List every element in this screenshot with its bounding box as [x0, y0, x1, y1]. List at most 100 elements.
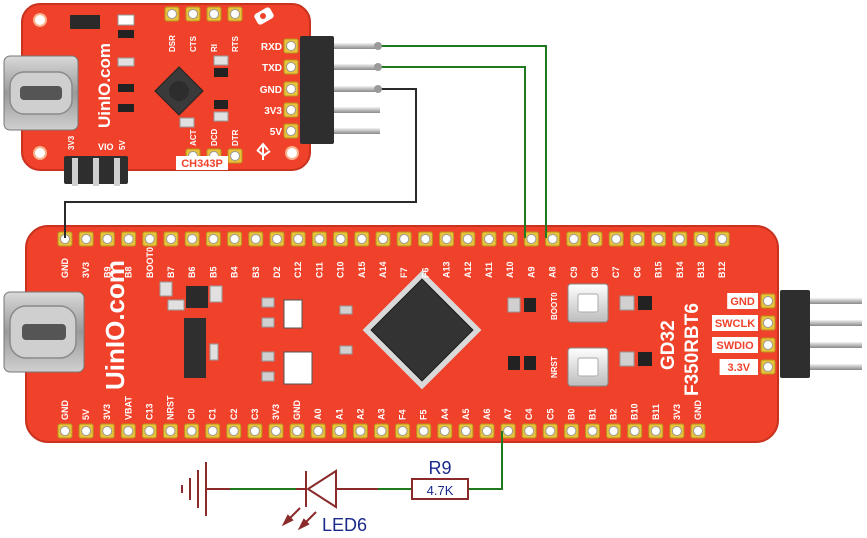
adapter-side-pin-label: RXD — [261, 42, 282, 53]
smd-part — [524, 356, 536, 370]
mount-hole — [33, 13, 47, 27]
devboard-top-pad — [311, 231, 327, 247]
devboard-top-pad — [375, 231, 391, 247]
devboard-top-pad — [566, 231, 582, 247]
smd-part — [261, 351, 275, 362]
nrst-button[interactable] — [567, 347, 609, 387]
devboard-bottom-pin-label: A0 — [313, 408, 323, 420]
adapter-top-pin-label: RI — [210, 44, 219, 52]
devboard-bottom-pin-label: B11 — [651, 404, 661, 420]
devboard-bottom-pad — [99, 423, 115, 439]
devboard-top-pin-label: C6 — [632, 266, 642, 278]
devboard-top-pad — [651, 231, 667, 247]
devboard-bottom-pad — [479, 423, 495, 439]
adapter-side-pad — [283, 102, 299, 118]
wire-junction — [374, 85, 382, 93]
smd-part — [261, 371, 275, 382]
smd-part — [214, 68, 228, 77]
swd-pin-label: 3.3V — [727, 362, 750, 374]
devboard-top-pin-label: A15 — [357, 261, 367, 278]
devboard-top-pad — [57, 231, 73, 247]
devboard-top-pad — [672, 231, 688, 247]
mcu-model: F350RBT6 — [682, 303, 703, 396]
devboard-bottom-pad — [226, 423, 242, 439]
devboard-bottom-pin-label: C1 — [208, 408, 218, 420]
smd-part — [117, 57, 135, 67]
devboard-top-pin-label: B7 — [166, 266, 176, 278]
devboard-bottom-pin-label: GND — [60, 400, 70, 421]
smd-part — [619, 295, 635, 311]
devboard-bottom-pin-label: C0 — [187, 408, 197, 420]
devboard-bottom-pin-label: A5 — [461, 408, 471, 420]
smd-part — [507, 297, 521, 313]
devboard-bottom-pad — [648, 423, 664, 439]
smd-part — [167, 299, 185, 311]
devboard-top-pad — [142, 231, 158, 247]
adapter-bottom-pin-label: DCD — [210, 128, 219, 146]
r9-label: R9 — [428, 458, 451, 478]
devboard-bottom-pin-label: F5 — [419, 409, 429, 420]
header-pin — [810, 298, 862, 304]
led6-symbol — [281, 469, 378, 531]
devboard-bottom-pad — [205, 423, 221, 439]
smd-part — [213, 111, 229, 122]
adapter-side-pad — [283, 38, 299, 54]
devboard-bottom-pin-label: C5 — [545, 408, 555, 420]
usb-symbol-icon — [256, 142, 271, 160]
devboard-bottom-pad — [563, 423, 579, 439]
devboard-top-pin-label: B14 — [675, 261, 685, 278]
devboard-top-pin-label: 3V3 — [81, 262, 91, 278]
devboard-bottom-pad — [268, 423, 284, 439]
devboard-top-pad — [629, 231, 645, 247]
devboard-top-pin-label: A14 — [378, 261, 388, 278]
adapter-top-pin-label: DSR — [168, 35, 177, 52]
chip-label: CH343P — [181, 158, 223, 170]
crystal — [283, 299, 303, 329]
header-pin — [810, 342, 862, 348]
header-pin — [334, 86, 380, 92]
devboard-top-pin-label: A8 — [548, 266, 558, 278]
devboard-top-pad — [227, 231, 243, 247]
devboard-top-pad — [163, 231, 179, 247]
devboard-bottom-pin-label: B0 — [566, 408, 576, 420]
devboard-top-pin-label: B13 — [696, 261, 706, 278]
devboard-top-pad — [184, 231, 200, 247]
devboard-top-pin-label: C12 — [293, 261, 303, 278]
devboard-bottom-pad — [500, 423, 516, 439]
smd-part — [508, 356, 520, 370]
devboard-bottom-pad — [310, 423, 326, 439]
mount-hole — [33, 146, 47, 160]
devboard-bottom-pin-label: 5V — [81, 409, 91, 420]
devboard-bottom-pad — [141, 423, 157, 439]
boot0-button[interactable] — [567, 283, 609, 323]
devboard-top-pad — [99, 231, 115, 247]
devboard-top-pad — [269, 231, 285, 247]
swd-pin-label: SWDIO — [716, 340, 754, 352]
smd-part — [214, 100, 228, 109]
swd-pin-label: SWCLK — [715, 318, 755, 330]
swd-pad — [760, 359, 776, 375]
devboard-top-pin-label: B9 — [102, 266, 112, 278]
adapter-top-pad — [206, 6, 222, 22]
devboard-bottom-pad — [184, 423, 200, 439]
smd-part — [209, 343, 219, 361]
devboard-top-pin-label: A10 — [505, 261, 515, 278]
devboard-bottom-pad — [416, 423, 432, 439]
devboard-top-pin-label: A13 — [442, 261, 452, 278]
chip-label-box — [176, 156, 228, 170]
adapter-top-pad — [185, 6, 201, 22]
devboard-top-pin-label: F7 — [399, 267, 409, 278]
vio-label: VIO — [98, 142, 114, 152]
devboard-bottom-pad — [352, 423, 368, 439]
nrst-label: NRST — [550, 356, 559, 378]
adapter-side-pad — [283, 59, 299, 75]
devboard-bottom-pin-label: VBAT — [123, 396, 133, 420]
devboard-top-pad — [693, 231, 709, 247]
adapter-bottom-pad — [227, 148, 243, 164]
r9-resistor — [411, 478, 469, 500]
devboard-top-pin-label: A12 — [463, 261, 473, 278]
devboard-top-pin-label: A9 — [526, 266, 536, 278]
